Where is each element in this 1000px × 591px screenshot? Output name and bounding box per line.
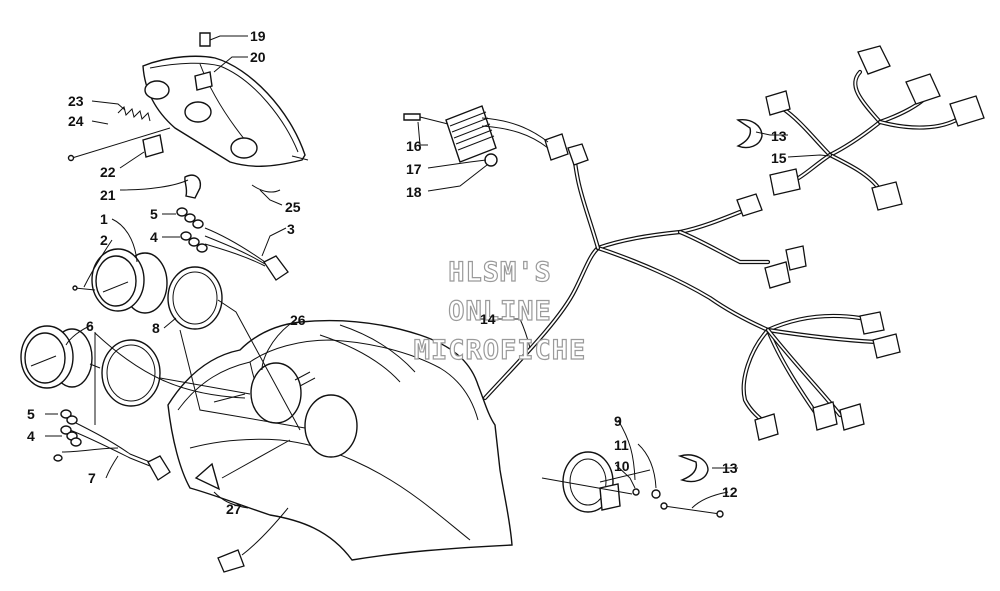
callout-7: 7 — [88, 470, 96, 486]
retainer-ring-13b — [677, 454, 709, 483]
callout-23: 23 — [68, 93, 84, 109]
gauge-harness-upper — [176, 207, 289, 281]
headlight-assembly — [142, 32, 309, 167]
bezel-ring-8b — [101, 339, 161, 407]
callout-1: 1 — [100, 211, 108, 227]
callout-numbers: 19 20 23 24 22 21 25 5 4 1 2 3 6 8 26 5 … — [27, 28, 787, 517]
callout-25: 25 — [285, 199, 301, 215]
callout-11: 11 — [614, 437, 629, 453]
callout-15: 15 — [771, 150, 787, 166]
callout-10: 10 — [614, 458, 630, 474]
callout-8: 8 — [152, 320, 160, 336]
bezel-ring-8a — [167, 266, 223, 330]
callout-18: 18 — [406, 184, 422, 200]
gauge-harness-lower — [53, 332, 171, 481]
callout-5a: 5 — [150, 206, 158, 222]
clip-19 — [199, 32, 211, 47]
callout-26: 26 — [290, 312, 306, 328]
callout-16: 16 — [406, 138, 422, 154]
callout-13a: 13 — [771, 128, 787, 144]
callout-24: 24 — [68, 113, 84, 129]
callout-2: 2 — [100, 232, 108, 248]
callout-3: 3 — [287, 221, 295, 237]
watermark: HLSM'S ONLINE MICROFICHE — [413, 256, 587, 366]
watermark-line-1: HLSM'S — [448, 257, 552, 288]
callout-5b: 5 — [27, 406, 35, 422]
callout-12: 12 — [722, 484, 738, 500]
callout-22: 22 — [100, 164, 116, 180]
sensor-housing — [541, 451, 724, 518]
voltage-regulator — [403, 105, 549, 167]
callout-6: 6 — [86, 318, 94, 334]
watermark-line-2: ONLINE — [448, 296, 552, 327]
callout-4b: 4 — [27, 428, 35, 444]
leader-lines — [45, 35, 831, 509]
watermark-line-3: MICROFICHE — [414, 335, 587, 366]
decal-27 — [194, 462, 221, 491]
callout-14: 14 — [480, 311, 496, 327]
callout-21: 21 — [100, 187, 116, 203]
callout-17: 17 — [406, 161, 422, 177]
callout-13b: 13 — [722, 460, 738, 476]
main-wiring-harness — [482, 69, 963, 428]
speedometer-gauge — [72, 248, 168, 314]
callout-4a: 4 — [150, 229, 158, 245]
harness-connectors — [544, 45, 985, 441]
retainer-ring-13a — [736, 119, 763, 149]
dash-console — [167, 319, 513, 573]
callout-19: 19 — [250, 28, 266, 44]
tachometer-gauge — [20, 325, 101, 389]
callout-20: 20 — [250, 49, 266, 65]
callout-9: 9 — [614, 413, 622, 429]
callout-27: 27 — [226, 501, 242, 517]
adjuster-parts — [67, 106, 281, 199]
